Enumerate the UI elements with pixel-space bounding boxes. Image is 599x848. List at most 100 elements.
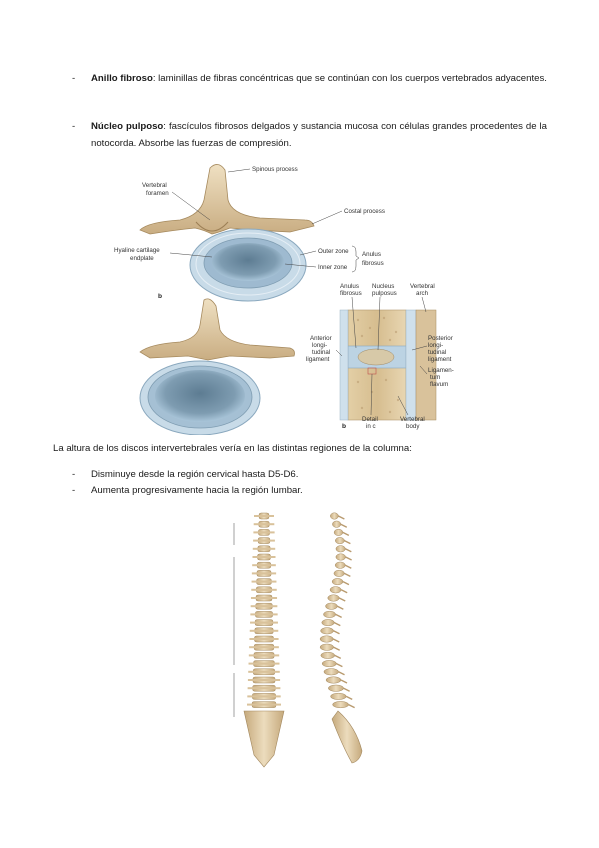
leader-line [335,349,343,357]
label-hyaline-cartilage: Hyaline cartilage [114,247,160,254]
spinous-process-lateral [340,589,348,594]
vertebra-lateral [325,602,338,610]
vertebra-lateral [321,619,335,627]
leader-line [171,191,211,221]
transverse-process [251,580,277,583]
spine-lateral-view [319,512,363,764]
transverse-process [247,695,281,698]
vertebral-column-figure [233,512,363,768]
label-posterior-longitudinal-ligament: tudinal [428,349,446,356]
label-posterior-longitudinal-ligament: longi- [428,342,443,349]
label-anulus-fibrosus: fibrosus [362,260,384,267]
subitem-cervical: -Disminuye desde la región cervical hast… [72,468,298,482]
spinous-process-lateral [343,687,350,692]
bullet-dash: - [72,73,76,84]
spinous-process-lateral [340,523,348,528]
spinous-process-lateral [335,613,342,619]
panel-label-b: b [342,423,346,430]
leader-line [351,296,357,349]
transverse-process [247,687,281,690]
spinous-process-lateral [334,621,341,627]
transverse-process [252,564,276,567]
label-nucleus-pulposus: pulposus [372,290,397,297]
transverse-process [252,547,276,550]
spinous-process-lateral [345,548,352,553]
label-posterior-longitudinal-ligament: Posterior [428,335,453,342]
definition-anillo-fibroso: : laminillas de fibras concéntricas que … [152,73,547,84]
spinous-process-lateral [340,679,348,684]
vertebra-lateral [330,512,339,520]
vertebra-lateral [328,684,344,692]
term-anillo-fibroso: Anillo fibroso [91,73,153,84]
leader-line [227,168,251,173]
vertebra-lateral [320,651,336,659]
paragraph-disc-height: La altura de los discos intervertebrales… [53,443,412,454]
spinous-process-lateral [338,515,345,520]
label-vertebral-body: body [406,423,420,430]
vertebra-bottom-illustration [139,298,295,435]
vertebra-lateral [329,586,342,594]
label-costal-process: Costal process [344,208,385,215]
label-anterior-longitudinal-ligament: ligament [306,356,330,363]
spinous-process-lateral [342,580,350,586]
label-vertebral-body: Vertebral [400,416,425,423]
bullet-nucleo-pulposo: - Núcleo pulposo: fascículos fibrosos de… [72,118,547,152]
vertebra-lateral [335,553,346,561]
label-hyaline-cartilage: endplate [130,255,154,262]
spinous-process-lateral [333,646,341,651]
vertebra-lateral [327,594,340,602]
subitem-lumbar: -Aumenta progresivamente hacia la región… [72,484,303,498]
label-anterior-longitudinal-ligament: Anterior [310,335,332,342]
vertebra-top-illustration [139,164,315,302]
leader-line [370,373,373,416]
label-vertebral-foramen: foramen [146,190,169,197]
subitem-text: Aumenta progresivamente hacia la región … [91,485,303,496]
panel-label-b: b [158,293,162,300]
transverse-process [253,523,275,526]
vertebra-lateral [332,701,349,709]
sacrum-lateral [331,710,363,764]
leader-line [311,210,343,225]
transverse-process [250,621,278,624]
transverse-process [253,531,275,534]
vertebra-lateral [333,528,344,536]
transverse-process [248,670,280,673]
transverse-process [249,638,279,640]
transverse-process [248,662,280,665]
sacrum-front [243,710,285,768]
bullet-anillo-fibroso: - Anillo fibroso: laminillas de fibras c… [72,70,547,87]
vertebra-lateral [334,561,346,569]
label-vertebral-arch: arch [416,290,429,297]
vertebra-lateral [320,627,334,635]
label-anulus-fibrosus: Anulus [362,251,381,258]
vertebra-lateral [319,643,334,651]
vertebra-lateral [325,676,342,684]
leader-line [411,345,428,351]
label-detail: Detail [362,416,378,423]
vertebra-lateral [333,569,345,577]
spinous-process-lateral [338,597,346,602]
label-detail: in c [366,423,376,430]
transverse-process [250,613,278,616]
label-spinous-process: Spinous process [252,166,298,173]
leader-line [377,296,381,351]
sagittal-section-illustration [339,309,437,421]
leader-line [397,395,409,416]
label-anterior-longitudinal-ligament: longi- [312,342,327,349]
vertebra-lateral [323,610,336,618]
spinous-process-lateral [348,703,355,709]
term-nucleo-pulposo: Núcleo pulposo [91,121,164,132]
bullet-dash: - [72,469,76,480]
spinous-process-lateral [334,654,342,660]
label-posterior-longitudinal-ligament: ligament [428,356,452,363]
vertebra-lateral [323,668,339,676]
label-vertebral-arch: Vertebral [410,283,435,290]
brace [351,245,360,273]
transverse-process [248,654,280,657]
vertebra-lateral [331,578,344,586]
label-vertebral-foramen: Vertebral [142,182,167,189]
label-ligamentum-flavum: tum [430,374,440,381]
vertebra-lateral [335,537,345,545]
label-anulus-fibrosus: Anulus [340,283,359,290]
spinous-process-lateral [337,605,344,610]
